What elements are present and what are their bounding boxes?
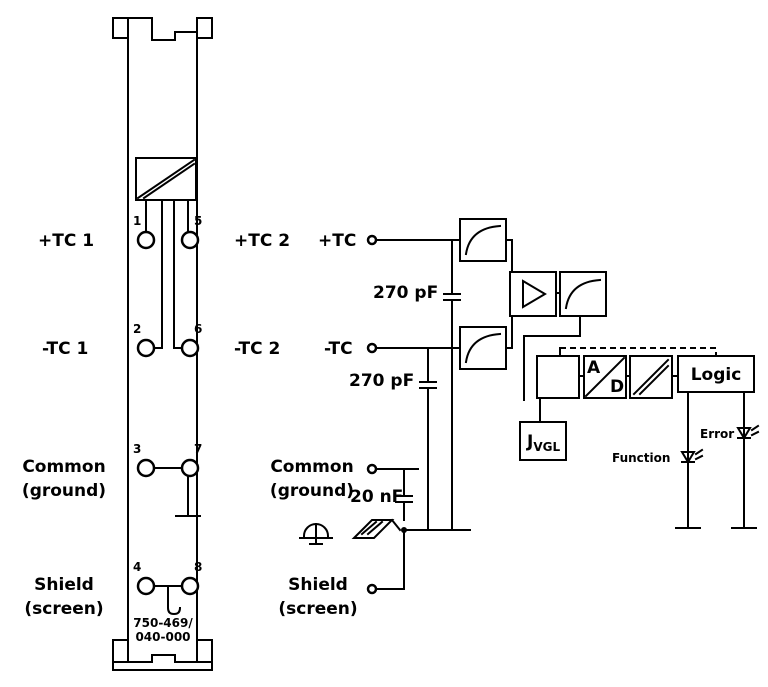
junction-dot bbox=[401, 527, 407, 533]
capacitor-20nf bbox=[395, 495, 413, 503]
label-shield-left: Shield bbox=[34, 575, 94, 595]
adc-label-a: A bbox=[587, 358, 601, 378]
filter-block-neg bbox=[459, 326, 507, 370]
multiplexer-block bbox=[536, 355, 580, 399]
part-number-line2: 040-000 bbox=[135, 630, 190, 644]
terminal-8 bbox=[180, 576, 200, 596]
label-tc-pos: +TC bbox=[318, 231, 356, 251]
label-tc-neg: -TC bbox=[324, 339, 353, 359]
pin-4-label: 4 bbox=[133, 560, 141, 574]
terminal-2 bbox=[136, 338, 156, 358]
logic-label: Logic bbox=[691, 365, 742, 385]
pin-1-label: 1 bbox=[133, 214, 141, 228]
cap-label-mid: 270 pF bbox=[349, 371, 414, 391]
label-screen-left: (screen) bbox=[24, 599, 103, 619]
pin-6-label: 6 bbox=[194, 322, 202, 336]
label-shield-circuit: Shield bbox=[288, 575, 348, 595]
label-common-left: Common bbox=[22, 457, 105, 477]
input-terminal-tc-neg bbox=[366, 342, 378, 354]
cap-label-bottom: 20 nF bbox=[350, 487, 403, 507]
pin-8-label: 8 bbox=[194, 560, 202, 574]
module-internal-wiring bbox=[145, 199, 201, 616]
filter-block-output bbox=[559, 271, 607, 317]
pin-5-label: 5 bbox=[194, 214, 202, 228]
filter-block-pos bbox=[459, 218, 507, 262]
pin-3-label: 3 bbox=[133, 442, 141, 456]
terminal-6 bbox=[180, 338, 200, 358]
amplifier-block bbox=[509, 271, 557, 317]
input-terminal-shield bbox=[366, 583, 378, 595]
circuit-wiring bbox=[375, 239, 757, 590]
terminal-4 bbox=[136, 576, 156, 596]
cold-junction-block bbox=[519, 421, 567, 461]
label-tc2-neg: -TC 2 bbox=[234, 339, 280, 359]
label-screen-circuit: (screen) bbox=[278, 599, 357, 619]
input-terminal-tc-pos bbox=[366, 234, 378, 246]
din-rail-icon bbox=[351, 518, 402, 539]
label-ground-left: (ground) bbox=[22, 481, 106, 501]
pin-2-label: 2 bbox=[133, 322, 141, 336]
adc-label-d: D bbox=[610, 377, 624, 397]
function-label: Function bbox=[612, 451, 670, 465]
jvgl-label: JVGL bbox=[526, 432, 560, 454]
cap-label-top: 270 pF bbox=[373, 283, 438, 303]
module-housing bbox=[112, 17, 213, 671]
label-tc1-pos: +TC 1 bbox=[38, 231, 94, 251]
input-terminal-common bbox=[366, 463, 378, 475]
isolation-block bbox=[629, 355, 673, 399]
terminal-7 bbox=[180, 458, 200, 478]
capacitor-270pf-mid bbox=[419, 381, 437, 389]
isolation-converter-symbol bbox=[135, 157, 197, 201]
label-tc1-neg: -TC 1 bbox=[42, 339, 88, 359]
adc-block bbox=[583, 355, 627, 399]
earth-ground-icon bbox=[299, 523, 333, 545]
capacitor-270pf-top bbox=[443, 293, 461, 301]
error-label: Error bbox=[700, 427, 734, 441]
label-common-circuit: Common bbox=[270, 457, 353, 477]
error-led-icon bbox=[736, 424, 760, 440]
terminal-1 bbox=[136, 230, 156, 250]
terminal-3 bbox=[136, 458, 156, 478]
function-led-icon bbox=[680, 448, 704, 464]
label-ground-circuit: (ground) bbox=[270, 481, 354, 501]
label-tc2-pos: +TC 2 bbox=[234, 231, 290, 251]
pin-7-label: 7 bbox=[194, 442, 202, 456]
logic-block bbox=[677, 355, 755, 393]
terminal-points bbox=[136, 230, 200, 596]
terminal-5 bbox=[180, 230, 200, 250]
part-number-line1: 750-469/ bbox=[133, 616, 193, 630]
